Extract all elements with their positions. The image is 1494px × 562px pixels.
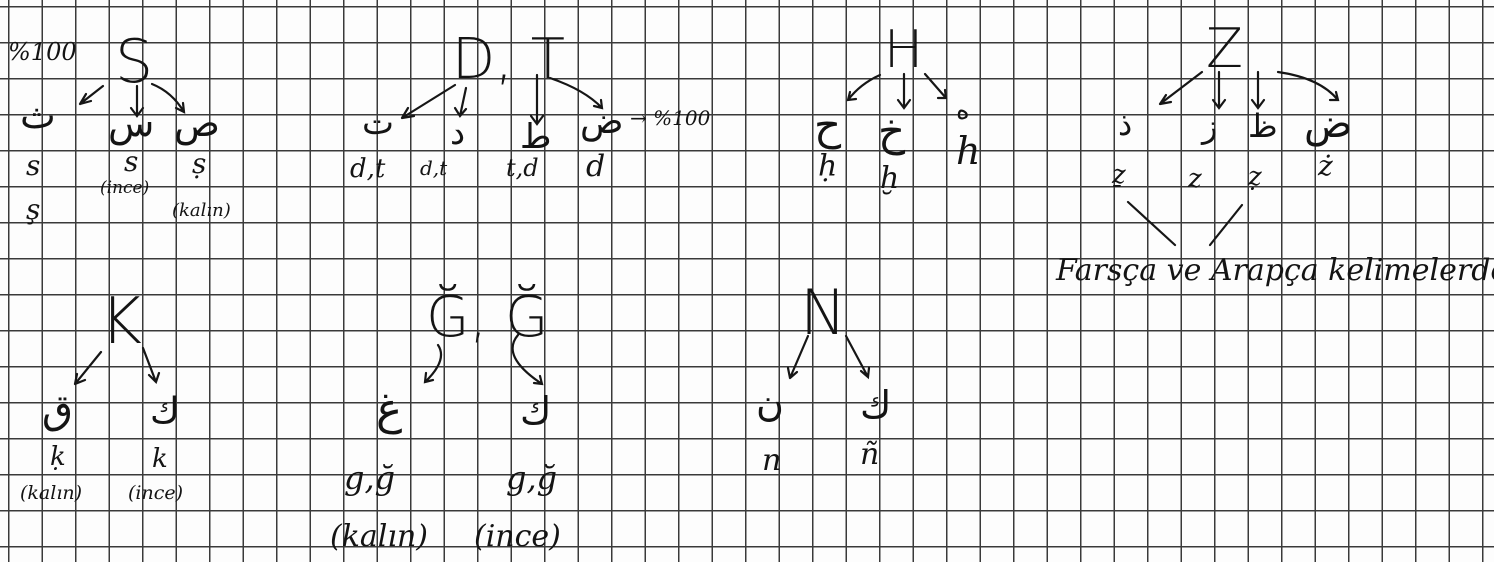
z-letter: Z (1206, 17, 1243, 80)
z-bracket-left (1126, 200, 1177, 247)
z-latin-4: ż (1318, 149, 1333, 182)
arrow-h-left (846, 73, 882, 102)
s-arabic-3: ص (174, 101, 220, 145)
g-note-1: (kalın) (330, 519, 428, 554)
dt-letters: D, T (452, 27, 565, 92)
h-arabic-1: ح (814, 100, 842, 149)
k-arabic-2: ك (150, 391, 180, 432)
k-arabic-1: ق (42, 387, 74, 433)
dt-arabic-4: ض (580, 101, 624, 142)
arrow-d-left (400, 83, 457, 120)
n-letter: N (800, 276, 847, 349)
arrow-n-right (844, 334, 871, 380)
k-latin-2: k (152, 444, 168, 474)
arrow-z-3 (1250, 70, 1266, 110)
z-latin-3: ẓ (1248, 162, 1262, 192)
h-letter: H (884, 20, 924, 80)
s-percent-label: %100 (8, 38, 77, 66)
arrow-d-mid (453, 86, 468, 118)
arrow-h-right (923, 72, 948, 100)
g-letters: Ğ, Ğ (426, 285, 549, 350)
k-note-2: (ince) (128, 482, 184, 504)
dt-latin-2: d,t (420, 156, 448, 180)
dt-percent-label: → %100 (630, 106, 711, 130)
z-bracket-right (1208, 203, 1244, 247)
k-latin-1: ḳ (50, 442, 66, 472)
arrow-s-left (78, 84, 105, 106)
k-letter: K (100, 285, 142, 359)
g-latin-1: g,ğ (344, 459, 396, 497)
g-note-2: (ince) (474, 519, 561, 554)
z-arabic-2: ز (1202, 107, 1218, 145)
h-arabic-3: ه (956, 96, 970, 126)
h-latin-3: h (956, 129, 981, 173)
z-note: Farsça ve Arapça kelimelerde (1056, 253, 1494, 288)
s-note-2: (ince) (100, 178, 150, 198)
n-latin-2: ñ (860, 437, 880, 472)
h-arabic-2: خ (878, 106, 906, 155)
s-arabic-1: ث (20, 93, 56, 137)
s-extra-1: ş (26, 193, 41, 226)
n-arabic-1: ن (756, 381, 784, 425)
s-note-3: (kalın) (172, 200, 231, 221)
h-latin-1: ḥ (818, 149, 838, 184)
z-arabic-1: ذ (1118, 105, 1133, 143)
g-arabic-2: ك (520, 389, 552, 433)
dt-latin-1: d,t (350, 154, 386, 184)
dt-arabic-3: ط (520, 117, 552, 157)
dt-arabic-1: ت (362, 103, 395, 143)
s-arabic-2: س (108, 101, 155, 145)
s-latin-1: s (26, 149, 41, 182)
s-latin-2: s (124, 145, 139, 178)
g-latin-2: g,ğ (506, 459, 558, 497)
h-latin-2: ḫ (880, 161, 900, 196)
arrow-k-left (73, 350, 103, 386)
n-latin-1: n (762, 443, 782, 478)
g-arabic-1: غ (376, 384, 403, 435)
s-latin-3: ṣ (192, 147, 207, 180)
k-note-1: (kalın) (20, 482, 83, 504)
dt-latin-3: t,d (506, 154, 539, 182)
arrow-z-4 (1276, 70, 1340, 102)
s-letter: S (115, 27, 154, 97)
dt-arabic-2: د (450, 113, 466, 153)
dt-latin-4: d (586, 149, 606, 184)
z-arabic-4: ض (1304, 101, 1353, 147)
z-arabic-3: ظ (1248, 107, 1278, 145)
arrow-z-1 (1158, 70, 1204, 106)
arrow-g-left (423, 343, 443, 384)
n-arabic-2: ك (860, 383, 892, 427)
arrow-k-right (141, 346, 161, 385)
z-latin-1: ẕ (1112, 160, 1126, 190)
z-latin-2: z (1188, 164, 1202, 194)
